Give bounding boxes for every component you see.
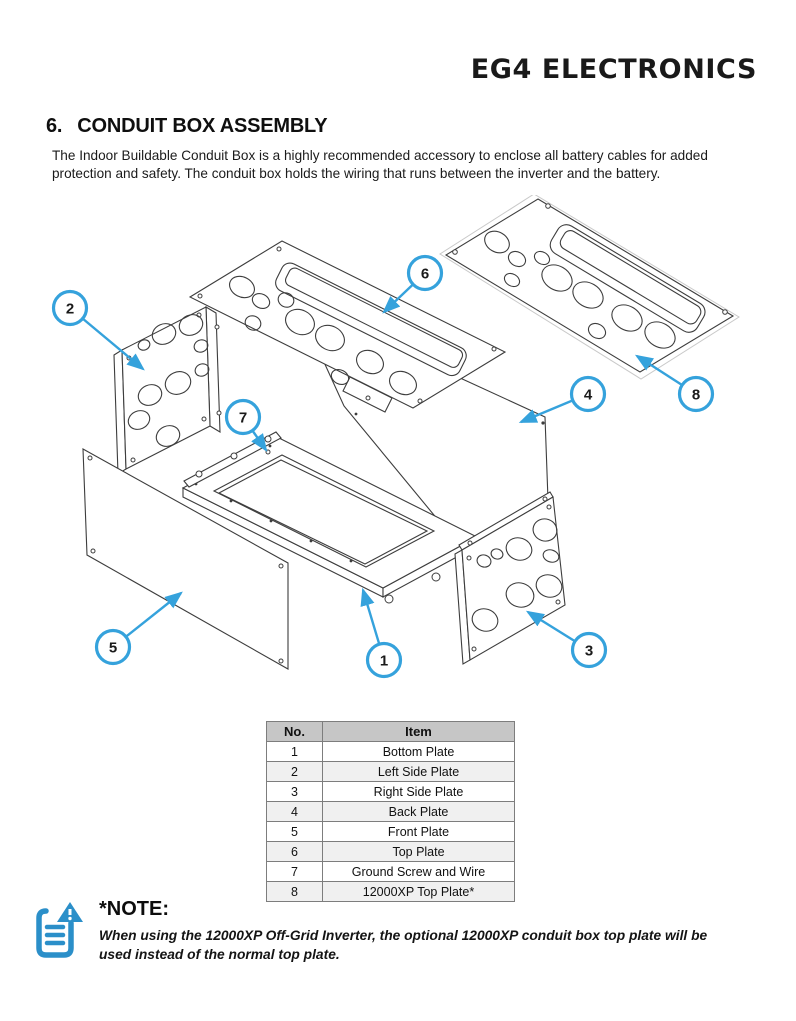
callout-2: 2 <box>51 289 145 371</box>
callout-8: 8 <box>634 354 715 413</box>
row-item: Bottom Plate <box>322 741 515 762</box>
row-item: Left Side Plate <box>322 761 515 782</box>
note-heading: *NOTE: <box>99 898 169 920</box>
row-no: 3 <box>266 781 323 802</box>
xp12000-top-plate-part <box>439 195 740 380</box>
row-no: 5 <box>266 821 323 842</box>
svg-text:7: 7 <box>239 410 247 427</box>
svg-text:1: 1 <box>380 653 388 670</box>
assembly-diagram: 2 6 8 4 7 5 1 3 <box>51 195 740 679</box>
bottom-plate-part <box>181 436 479 604</box>
table-header-no: No. <box>266 721 323 742</box>
svg-text:6: 6 <box>421 266 429 283</box>
row-no: 2 <box>266 761 323 782</box>
callout-7: 7 <box>224 398 268 452</box>
svg-text:4: 4 <box>584 387 593 404</box>
left-side-plate-part <box>113 306 222 475</box>
callout-3: 3 <box>525 610 608 669</box>
row-no: 7 <box>266 861 323 882</box>
svg-text:8: 8 <box>692 387 700 404</box>
top-plate-part <box>188 240 507 413</box>
svg-text:5: 5 <box>109 640 117 657</box>
svg-text:2: 2 <box>66 301 74 318</box>
row-no: 1 <box>266 741 323 762</box>
brand-logo: EG4 ELECTRONICS <box>470 54 757 85</box>
table-header-row: No. Item <box>266 721 515 742</box>
section-heading: 6. CONDUIT BOX ASSEMBLY <box>46 115 328 138</box>
section-number: 6. <box>46 115 63 137</box>
row-no: 4 <box>266 801 323 822</box>
callout-6: 6 <box>382 254 444 314</box>
section-title: CONDUIT BOX ASSEMBLY <box>77 115 328 137</box>
svg-text:3: 3 <box>585 643 593 660</box>
row-item: Front Plate <box>322 821 515 842</box>
intro-paragraph: The Indoor Buildable Conduit Box is a hi… <box>52 148 708 182</box>
front-plate-part <box>82 448 289 670</box>
note-body: When using the 12000XP Off-Grid Inverter… <box>99 928 708 963</box>
row-item: Ground Screw and Wire <box>322 861 515 882</box>
row-item: Back Plate <box>322 801 515 822</box>
row-item: Top Plate <box>322 841 515 862</box>
callout-1: 1 <box>360 587 403 679</box>
row-no: 8 <box>266 881 323 902</box>
row-item: 12000XP Top Plate* <box>322 881 515 902</box>
row-no: 6 <box>266 841 323 862</box>
note-warning-icon <box>36 902 83 958</box>
callout-4: 4 <box>518 375 607 424</box>
table-header-item: Item <box>322 721 515 742</box>
callout-5: 5 <box>94 591 183 666</box>
row-item: Right Side Plate <box>322 781 515 802</box>
